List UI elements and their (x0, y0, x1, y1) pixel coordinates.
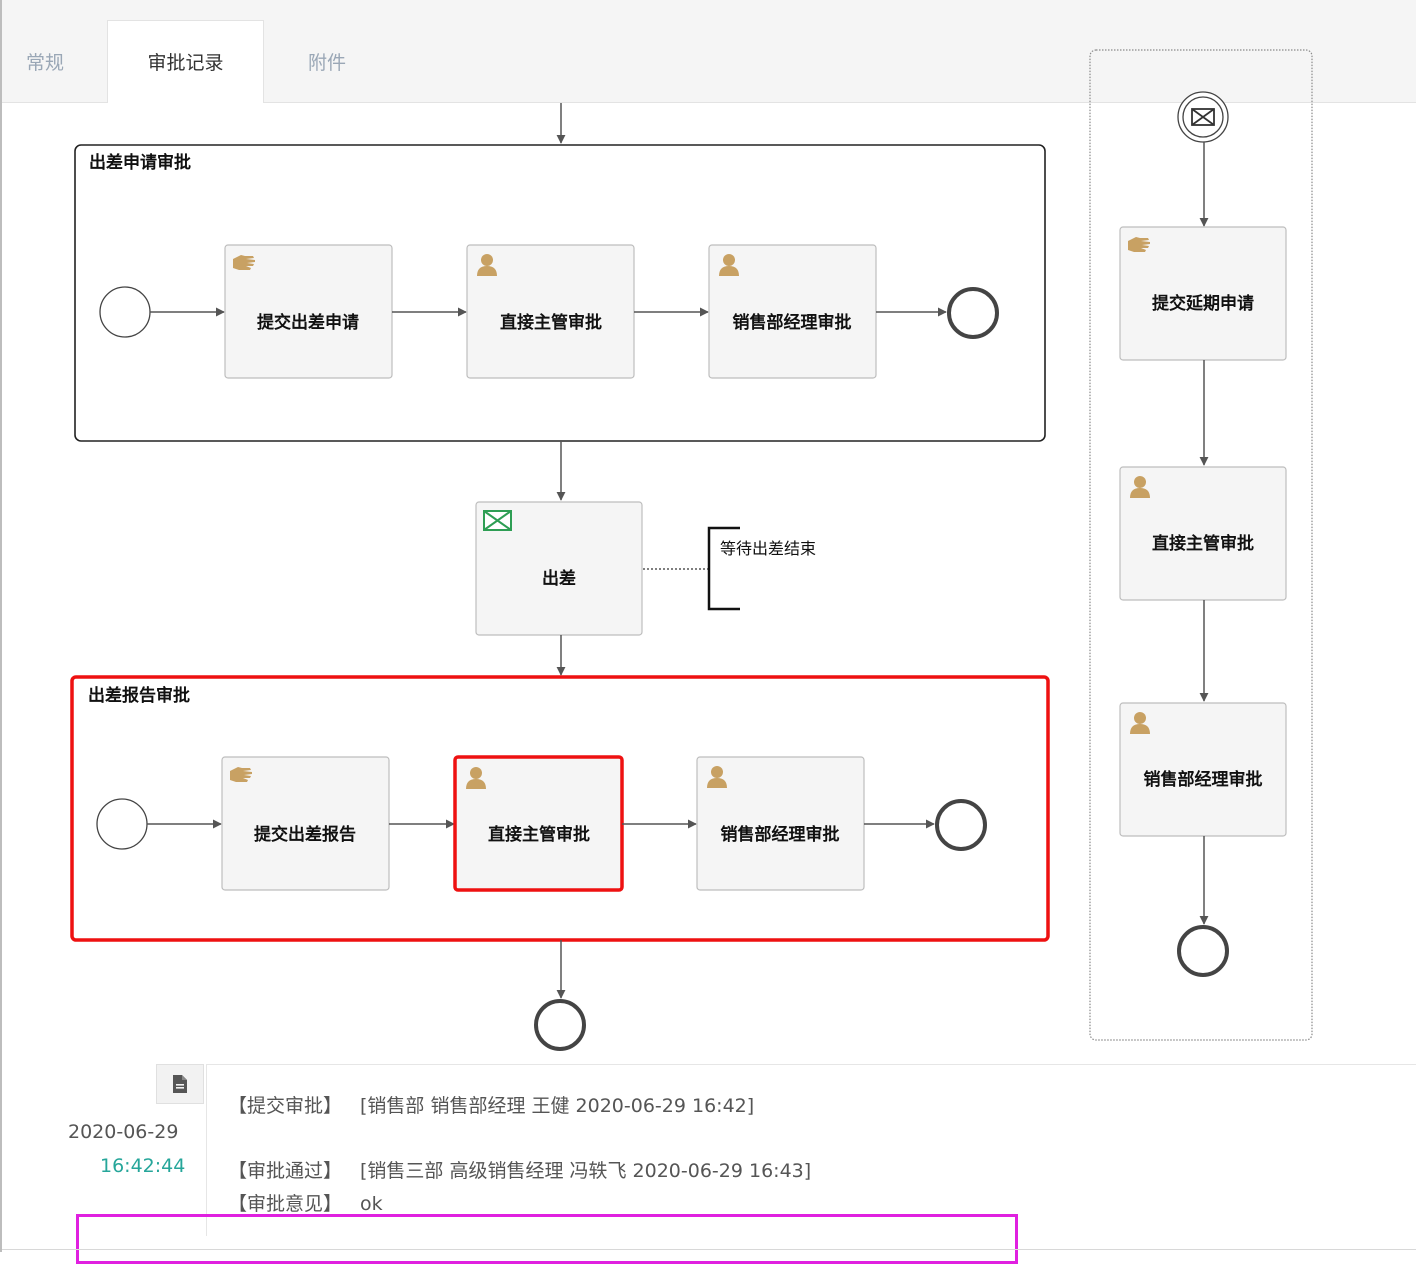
entry-text: [销售部 销售部经理 王健 2020-06-29 16:42] (360, 1095, 755, 1117)
timeline-entry: 【审批意见】 ok (228, 1189, 383, 1216)
annotation-text: 等待出差结束 (720, 539, 816, 558)
start-event[interactable] (99, 286, 151, 338)
task-submit-application[interactable]: 提交出差申请 (224, 244, 393, 379)
group1-title: 出差申请审批 (89, 152, 191, 173)
subprocess-travel-report[interactable] (70, 675, 1050, 942)
task-sales-manager-approval[interactable]: 销售部经理审批 (1119, 702, 1287, 837)
envelope-icon (1191, 108, 1215, 126)
task-label: 提交出差申请 (257, 312, 359, 333)
timeline-entry: 【提交审批】 [销售部 销售部经理 王健 2020-06-29 16:42] (228, 1091, 754, 1118)
task-sales-manager-approval[interactable]: 销售部经理审批 (696, 756, 865, 891)
task-label: 销售部经理审批 (1144, 769, 1263, 790)
entry-tag: 【审批意见】 (228, 1193, 343, 1215)
side-lane (1089, 49, 1313, 1041)
end-event[interactable] (947, 287, 999, 339)
task-label: 提交延期申请 (1152, 293, 1254, 314)
task-supervisor-approval-active[interactable]: 直接主管审批 (453, 755, 624, 892)
envelope-icon (483, 510, 512, 531)
tab-general[interactable]: 常规 (25, 52, 64, 74)
comment-input-box[interactable] (76, 1214, 1018, 1264)
task-submit-report[interactable]: 提交出差报告 (221, 756, 390, 891)
document-icon[interactable] (156, 1064, 204, 1104)
bottom-divider (2, 1249, 1416, 1250)
timeline-time: 16:42:44 (100, 1155, 186, 1177)
group2-title: 出差报告审批 (88, 685, 190, 706)
task-supervisor-approval[interactable]: 直接主管审批 (466, 244, 635, 379)
tab-attachments[interactable]: 附件 (307, 52, 346, 74)
entry-tag: 【审批通过】 (228, 1160, 343, 1182)
end-event[interactable] (935, 799, 987, 851)
entry-text: [销售三部 高级销售经理 冯轶飞 2020-06-29 16:43] (360, 1160, 812, 1182)
entry-text: ok (360, 1193, 383, 1215)
task-label: 出差 (542, 568, 576, 589)
timeline-entry: 【审批通过】 [销售三部 高级销售经理 冯轶飞 2020-06-29 16:43] (228, 1156, 811, 1183)
annotation-bracket (707, 526, 740, 611)
start-event[interactable] (96, 798, 148, 850)
task-label: 直接主管审批 (500, 312, 602, 333)
timeline-date: 2020-06-29 (68, 1121, 179, 1143)
end-event[interactable] (1177, 925, 1229, 977)
task-sales-manager-approval[interactable]: 销售部经理审批 (708, 244, 877, 379)
task-label: 直接主管审批 (488, 824, 590, 845)
message-start-event[interactable] (1177, 91, 1229, 143)
task-travel[interactable]: 出差 (475, 501, 643, 636)
entry-tag: 【提交审批】 (228, 1095, 343, 1117)
process-end-event[interactable] (534, 999, 586, 1051)
task-supervisor-approval[interactable]: 直接主管审批 (1119, 466, 1287, 601)
task-label: 提交出差报告 (254, 824, 356, 845)
task-label: 直接主管审批 (1152, 533, 1254, 554)
subprocess-travel-application[interactable] (74, 144, 1046, 442)
process-diagram: 出差申请审批 提交出差申请 直接主管审批 销售部经理审批 出差 等待出差结束 出 (70, 49, 1313, 1051)
approval-timeline: 2020-06-29 16:42:44 【提交审批】 [销售部 销售部经理 王健 … (0, 1064, 1416, 1252)
task-submit-extension[interactable]: 提交延期申请 (1119, 226, 1287, 361)
tab-bar: 常规 审批记录 附件 (2, 0, 1416, 103)
task-label: 销售部经理审批 (721, 824, 840, 845)
tab-approval-record[interactable]: 审批记录 (107, 20, 264, 103)
task-label: 销售部经理审批 (733, 312, 852, 333)
